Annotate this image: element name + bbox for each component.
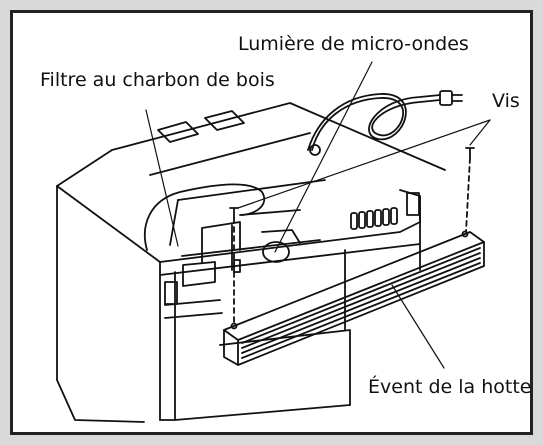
top-vent-slots bbox=[350, 207, 398, 230]
label-screws: Vis bbox=[492, 90, 520, 112]
power-plug bbox=[439, 90, 453, 106]
screws bbox=[229, 147, 475, 327]
leader-vent bbox=[391, 284, 445, 369]
microwave-front-top-edge bbox=[56, 185, 161, 263]
filter-corner-panel bbox=[182, 261, 216, 287]
vent-front-face bbox=[237, 241, 485, 366]
screw-left bbox=[229, 207, 239, 219]
filter-bracket bbox=[201, 221, 241, 271]
screw-right bbox=[465, 147, 475, 159]
charcoal-filter-recess bbox=[143, 179, 326, 287]
cord-grommet bbox=[309, 144, 321, 156]
plug-prongs bbox=[451, 94, 463, 102]
vent-screw-hole-right bbox=[461, 230, 469, 238]
light-housing bbox=[261, 229, 301, 244]
microwave-left-side bbox=[56, 185, 145, 423]
leader-screw-right bbox=[469, 119, 491, 146]
power-cord bbox=[307, 90, 463, 156]
leader-screw-left bbox=[237, 119, 491, 209]
filter-front-edge bbox=[181, 239, 321, 257]
top-panel-left bbox=[157, 121, 199, 143]
leader-lines bbox=[145, 61, 491, 369]
filter-handle-curve bbox=[143, 183, 301, 251]
screw-right-guide bbox=[465, 157, 471, 233]
power-cord-line-outer bbox=[307, 93, 441, 151]
microwave-top-ledge-lower bbox=[159, 243, 421, 276]
power-cord-line bbox=[311, 97, 441, 151]
label-microwave-light: Lumière de micro-ondes bbox=[238, 33, 469, 55]
label-charcoal-filter: Filtre au charbon de bois bbox=[40, 69, 275, 91]
vent-slat-1 bbox=[241, 247, 481, 344]
microwave-top-left-edge bbox=[56, 149, 113, 187]
left-latch bbox=[164, 281, 178, 305]
top-panel-crease bbox=[149, 132, 311, 176]
vent-slat-4 bbox=[241, 262, 481, 359]
microwave-light-bulb bbox=[262, 241, 290, 263]
filter-top-edge bbox=[177, 179, 326, 201]
vent-left-end bbox=[223, 329, 239, 366]
leader-light bbox=[274, 61, 373, 253]
microwave-body bbox=[56, 102, 446, 423]
side-latches bbox=[164, 192, 420, 305]
vent-hood bbox=[223, 230, 485, 366]
leader-filter bbox=[145, 109, 179, 247]
vent-slat-2 bbox=[241, 252, 481, 349]
microwave-right-post bbox=[399, 189, 421, 223]
microwave-top-back-edge bbox=[111, 102, 446, 171]
vent-screw-hole-left bbox=[230, 322, 238, 330]
vent-slat-3 bbox=[241, 257, 481, 354]
filter-left-edge bbox=[169, 199, 179, 246]
microwave-top-ledge bbox=[159, 221, 421, 263]
microwave-bottom-rail-2 bbox=[164, 312, 223, 319]
microwave-front-bottom bbox=[159, 404, 351, 421]
label-hood-vent: Évent de la hotte bbox=[368, 375, 531, 398]
right-latch bbox=[406, 192, 420, 216]
top-panels bbox=[149, 110, 311, 176]
illustration-frame bbox=[10, 10, 533, 435]
top-panel-right bbox=[204, 110, 245, 131]
